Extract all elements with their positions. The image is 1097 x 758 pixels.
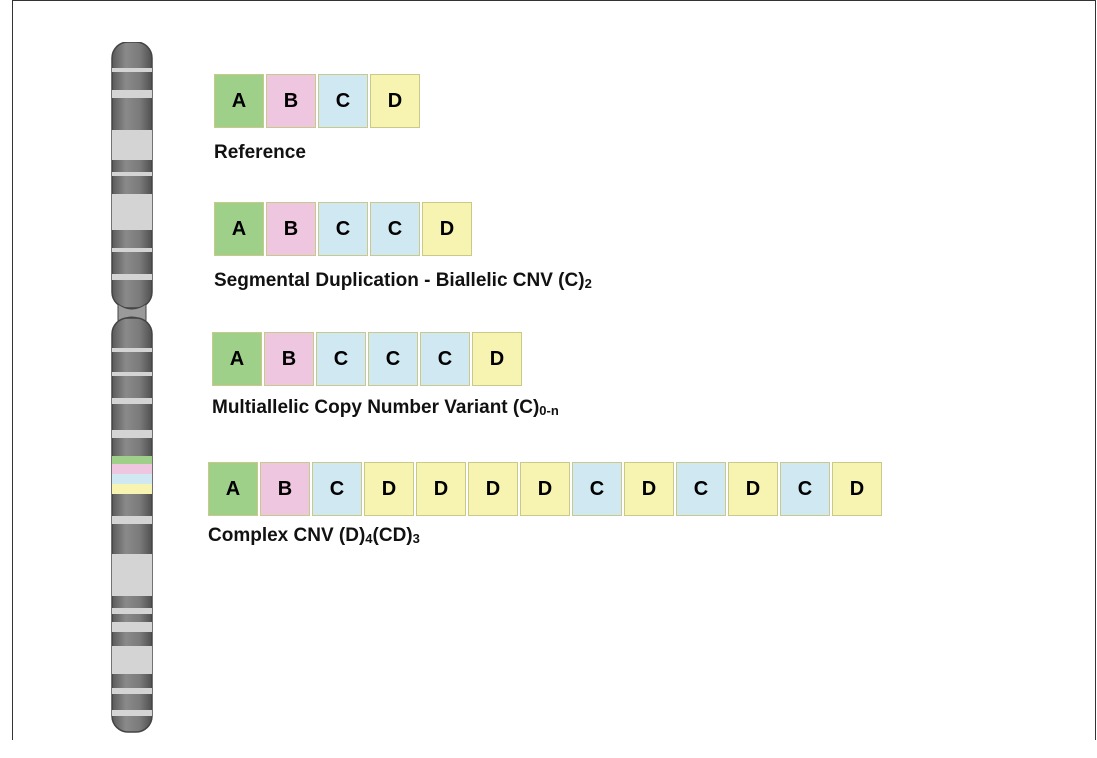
segment-letter: D xyxy=(387,89,403,112)
row-label-text: Multiallelic Copy Number Variant (C) xyxy=(212,397,540,418)
chromosome-band xyxy=(112,646,152,674)
chromosome-q-arm xyxy=(111,317,153,733)
row-label-subscript: 0-n xyxy=(539,403,559,418)
row-label: Segmental Duplication - Biallelic CNV (C… xyxy=(214,270,592,292)
segment-letter: A xyxy=(231,217,247,240)
segment-c: C xyxy=(318,202,368,256)
chromosome-band xyxy=(112,130,152,160)
segment-d: D xyxy=(520,462,570,516)
segment-c: C xyxy=(572,462,622,516)
segment-letter: D xyxy=(439,217,455,240)
segment-d: D xyxy=(370,74,420,128)
chromosome-band xyxy=(112,464,152,474)
diagram-frame xyxy=(12,0,1096,740)
chromosome-band xyxy=(112,484,152,494)
chromosome-ideogram xyxy=(111,42,153,733)
segment-d: D xyxy=(728,462,778,516)
chromosome-band xyxy=(112,430,152,438)
segment-c: C xyxy=(368,332,418,386)
row-label-tail-subscript: 3 xyxy=(412,531,420,546)
chromosome-band xyxy=(112,172,152,176)
row-label-text: Reference xyxy=(214,142,306,163)
segment-b: B xyxy=(260,462,310,516)
segment-letter: D xyxy=(745,477,761,500)
chromosome-band xyxy=(112,90,152,98)
row-label-subscript: 4 xyxy=(365,531,373,546)
segment-d: D xyxy=(364,462,414,516)
segment-b: B xyxy=(264,332,314,386)
segment-letter: D xyxy=(485,477,501,500)
chromosome-p-arm xyxy=(111,42,153,309)
chromosome-band xyxy=(112,688,152,694)
row-label-text: Complex CNV (D) xyxy=(208,525,366,546)
segment-b: B xyxy=(266,202,316,256)
chromosome-band xyxy=(112,248,152,252)
chromosome-band xyxy=(112,274,152,280)
segment-d: D xyxy=(624,462,674,516)
segment-letter: D xyxy=(641,477,657,500)
chromosome-band xyxy=(112,710,152,716)
segment-letter: C xyxy=(693,477,709,500)
row-label-tail: (CD) xyxy=(372,525,413,546)
segment-a: A xyxy=(214,202,264,256)
chromosome-band xyxy=(112,474,152,484)
chromosome-band xyxy=(112,516,152,524)
segment-d: D xyxy=(416,462,466,516)
segment-c: C xyxy=(318,74,368,128)
segment-c: C xyxy=(312,462,362,516)
segment-letter: A xyxy=(229,347,245,370)
segment-letter: C xyxy=(797,477,813,500)
segment-letter: D xyxy=(433,477,449,500)
segment-letter: C xyxy=(385,347,401,370)
segment-letter: C xyxy=(335,89,351,112)
row-label-subscript: 2 xyxy=(584,276,592,291)
chromosome-band xyxy=(112,622,152,632)
segment-letter: C xyxy=(335,217,351,240)
chromosome-band xyxy=(112,456,152,464)
segment-letter: D xyxy=(489,347,505,370)
chromosome-band xyxy=(112,608,152,614)
segment-letter: C xyxy=(437,347,453,370)
segment-letter: C xyxy=(589,477,605,500)
row-label-text: Segmental Duplication - Biallelic CNV (C… xyxy=(214,270,585,291)
segment-letter: B xyxy=(283,217,299,240)
segment-a: A xyxy=(212,332,262,386)
segment-a: A xyxy=(214,74,264,128)
chromosome-band xyxy=(112,348,152,352)
segment-a: A xyxy=(208,462,258,516)
segment-letter: C xyxy=(387,217,403,240)
chromosome-band xyxy=(112,194,152,230)
segment-letter: D xyxy=(381,477,397,500)
segment-d: D xyxy=(468,462,518,516)
segment-letter: B xyxy=(283,89,299,112)
segment-letter: A xyxy=(225,477,241,500)
chromosome-band xyxy=(112,398,152,404)
chromosome-band xyxy=(112,554,152,596)
segment-letter: C xyxy=(333,347,349,370)
segment-b: B xyxy=(266,74,316,128)
segment-letter: A xyxy=(231,89,247,112)
segment-d: D xyxy=(832,462,882,516)
segment-letter: D xyxy=(537,477,553,500)
segment-letter: D xyxy=(849,477,865,500)
segment-d: D xyxy=(472,332,522,386)
segment-letter: B xyxy=(281,347,297,370)
row-label: Multiallelic Copy Number Variant (C)0-n xyxy=(212,397,559,419)
chromosome-band xyxy=(112,372,152,376)
segment-c: C xyxy=(420,332,470,386)
segment-c: C xyxy=(676,462,726,516)
segment-c: C xyxy=(780,462,830,516)
segment-c: C xyxy=(316,332,366,386)
segment-d: D xyxy=(422,202,472,256)
segment-c: C xyxy=(370,202,420,256)
row-label: Reference xyxy=(214,142,306,164)
chromosome-band xyxy=(112,68,152,72)
segment-letter: B xyxy=(277,477,293,500)
row-label: Complex CNV (D)4(CD)3 xyxy=(208,525,420,547)
segment-letter: C xyxy=(329,477,345,500)
